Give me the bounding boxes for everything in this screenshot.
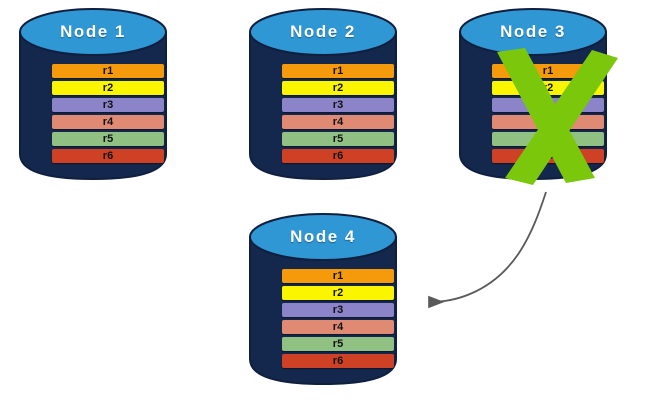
row-list: r1 r2 r3 r4 r5 r6 (282, 269, 394, 371)
row-label: r6 (332, 150, 344, 162)
row-label: r2 (332, 287, 344, 299)
node-cylinder-node1[interactable]: Node 1 r1 r2 r3 r4 r5 r6 (18, 6, 168, 181)
row-label: r3 (332, 99, 344, 111)
row-label: r4 (102, 116, 114, 128)
row-item[interactable]: r1 (52, 64, 164, 78)
row-label: r1 (332, 270, 344, 282)
row-label: r5 (332, 338, 344, 350)
row-label: r2 (332, 82, 344, 94)
row-item[interactable]: r2 (282, 81, 394, 95)
row-item[interactable]: r5 (282, 132, 394, 146)
row-item[interactable]: r4 (282, 115, 394, 129)
row-item[interactable]: r6 (52, 149, 164, 163)
node-cylinder-node2[interactable]: Node 2 r1 r2 r3 r4 r5 r6 (248, 6, 398, 181)
row-item[interactable]: r6 (282, 149, 394, 163)
row-item[interactable]: r5 (282, 337, 394, 351)
row-item[interactable]: r2 (282, 286, 394, 300)
row-label: r5 (102, 133, 114, 145)
row-label: r4 (332, 321, 344, 333)
row-item[interactable]: r2 (52, 81, 164, 95)
row-list: r1 r2 r3 r4 r5 r6 (282, 64, 394, 166)
row-list: r1 r2 r3 r4 r5 r6 (52, 64, 164, 166)
row-item[interactable]: r4 (282, 320, 394, 334)
row-label: r6 (332, 355, 344, 367)
row-label: r4 (332, 116, 344, 128)
row-item[interactable]: r6 (282, 354, 394, 368)
row-item[interactable]: r4 (52, 115, 164, 129)
row-item[interactable]: r3 (282, 98, 394, 112)
row-label: r3 (102, 99, 114, 111)
arrow-node3-to-node4[interactable] (428, 191, 547, 309)
row-item[interactable]: r1 (282, 269, 394, 283)
node-cylinder-node4[interactable]: Node 4 r1 r2 r3 r4 r5 r6 (248, 211, 398, 386)
row-label: r5 (332, 133, 344, 145)
row-label: r3 (332, 304, 344, 316)
row-item[interactable]: r5 (52, 132, 164, 146)
row-item[interactable]: r3 (282, 303, 394, 317)
row-item[interactable]: r3 (52, 98, 164, 112)
row-label: r1 (332, 65, 344, 77)
row-label: r6 (102, 150, 114, 162)
row-label: r1 (102, 65, 114, 77)
row-item[interactable]: r1 (282, 64, 394, 78)
row-label: r2 (102, 82, 114, 94)
